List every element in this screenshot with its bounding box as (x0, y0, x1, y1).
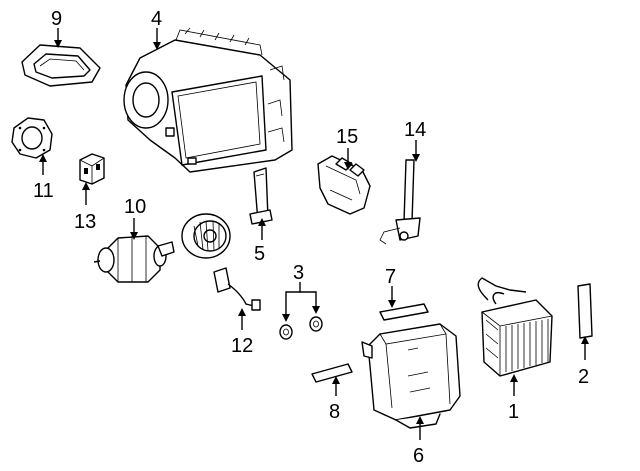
part-2-strip[interactable] (577, 283, 593, 339)
part-8-seal[interactable] (311, 363, 353, 383)
callout-1: 1 (508, 401, 519, 423)
callout-8: 8 (329, 401, 340, 423)
part-7-seal[interactable] (379, 303, 429, 321)
callout-3: 3 (293, 262, 304, 284)
callout-7: 7 (385, 266, 396, 288)
part-5-bracket[interactable] (249, 167, 273, 225)
part-10-blower-motor[interactable] (93, 235, 175, 283)
callout-14: 14 (404, 119, 426, 141)
blower-wheel[interactable] (181, 213, 231, 259)
part-12-harness[interactable] (213, 267, 261, 311)
callout-15: 15 (336, 126, 358, 148)
part-1-evaporator-core[interactable] (477, 277, 553, 377)
part-3-grommets[interactable] (279, 316, 323, 340)
callout-9: 9 (51, 8, 62, 30)
callout-5: 5 (254, 243, 265, 265)
part-9-seal-frame[interactable] (21, 44, 101, 87)
callout-10: 10 (124, 196, 146, 218)
callout-13: 13 (74, 211, 96, 233)
part-4-housing[interactable] (123, 27, 293, 173)
callout-12: 12 (231, 335, 253, 357)
part-11-gasket[interactable] (11, 117, 53, 159)
callout-6: 6 (413, 445, 424, 467)
part-14-probe[interactable] (379, 159, 421, 245)
part-13-connector[interactable] (79, 153, 105, 185)
callout-4: 4 (151, 8, 162, 30)
callout-2: 2 (578, 366, 589, 388)
part-6-case[interactable] (361, 323, 461, 429)
part-15-module[interactable] (317, 155, 371, 215)
callout-11: 11 (33, 180, 54, 202)
